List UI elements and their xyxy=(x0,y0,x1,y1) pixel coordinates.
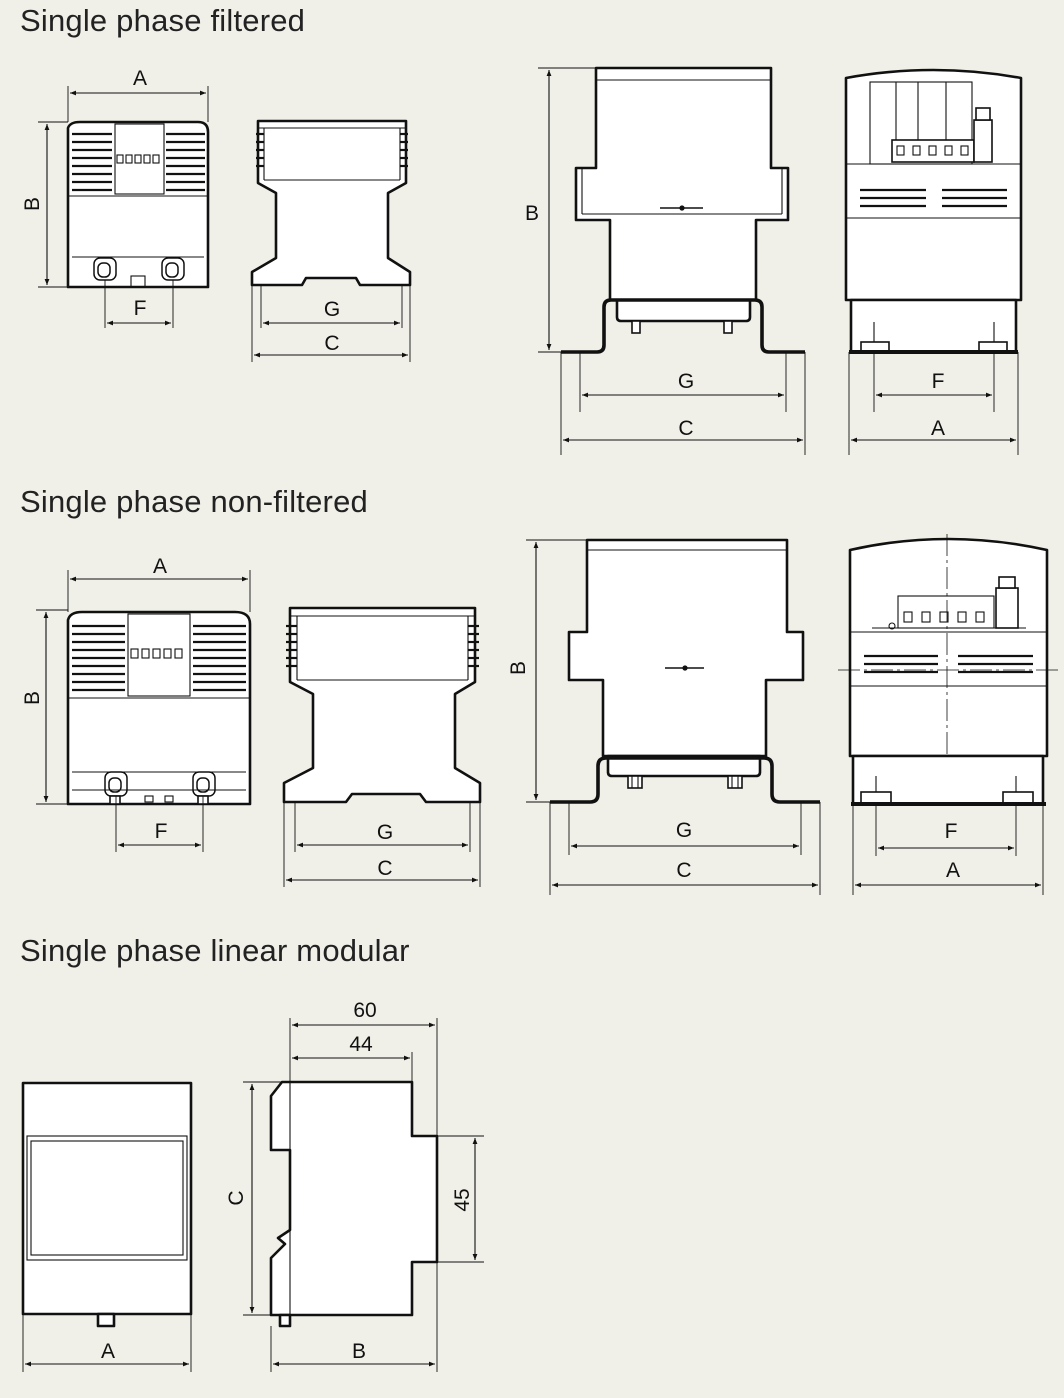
filtered-side-dim-c: C xyxy=(324,332,339,355)
filtered-side-dim-g: G xyxy=(324,298,340,321)
filtered-side-dimensions: G C xyxy=(251,285,411,362)
section-title-non-filtered: Single phase non-filtered xyxy=(20,484,368,519)
modular-side-dim-44: 44 xyxy=(349,1033,373,1056)
non-filtered-large-front-view xyxy=(838,534,1058,806)
filtered-large-front-dim-a: A xyxy=(931,417,945,440)
filtered-large-side-dim-b: B xyxy=(525,202,539,225)
non-filtered-large-front-dim-f: F xyxy=(945,820,958,843)
filtered-side-view xyxy=(250,119,412,287)
filtered-front-dimensions: A B F xyxy=(21,67,209,328)
non-filtered-side-dim-g: G xyxy=(377,821,393,844)
modular-side-dim-60: 60 xyxy=(353,999,376,1022)
modular-front-dimensions: A xyxy=(22,1314,192,1372)
modular-side-view xyxy=(269,1080,439,1328)
modular-side-dim-b: B xyxy=(352,1340,366,1363)
filtered-large-front-dim-f: F xyxy=(932,370,945,393)
filtered-large-side-dim-g: G xyxy=(678,370,694,393)
non-filtered-side-view xyxy=(282,606,482,804)
non-filtered-large-side-view xyxy=(550,538,820,804)
section-title-linear-modular: Single phase linear modular xyxy=(20,933,410,968)
non-filtered-front-dim-a: A xyxy=(153,555,167,578)
filtered-front-dim-f: F xyxy=(134,297,147,320)
filtered-front-dim-a: A xyxy=(133,67,147,90)
modular-side-dimensions: 60 44 C 45 B xyxy=(225,999,484,1372)
filtered-large-side-dimensions: B G C xyxy=(525,67,806,455)
non-filtered-side-dim-c: C xyxy=(377,857,392,880)
filtered-large-front-dimensions: F A xyxy=(848,352,1019,455)
modular-side-dim-45: 45 xyxy=(451,1188,474,1211)
modular-front-dim-a: A xyxy=(101,1340,115,1363)
filtered-front-view xyxy=(66,120,210,289)
non-filtered-front-dimensions: A B F xyxy=(21,555,251,852)
filtered-large-side-view xyxy=(561,66,805,354)
modular-front-view xyxy=(21,1081,193,1328)
non-filtered-large-front-dimensions: F A xyxy=(852,804,1044,895)
section-title-filtered: Single phase filtered xyxy=(20,3,306,38)
non-filtered-front-view xyxy=(66,610,252,806)
non-filtered-front-dim-f: F xyxy=(155,820,168,843)
filtered-large-front-view xyxy=(844,68,1023,354)
non-filtered-large-side-dim-c: C xyxy=(676,859,691,882)
non-filtered-large-side-dimensions: B G C xyxy=(507,539,821,895)
filtered-large-side-dim-c: C xyxy=(678,417,693,440)
non-filtered-large-side-dim-g: G xyxy=(676,819,692,842)
non-filtered-large-side-dim-b: B xyxy=(507,661,530,675)
non-filtered-large-front-dim-a: A xyxy=(946,859,960,882)
non-filtered-front-dim-b: B xyxy=(21,691,44,705)
filtered-front-dim-b: B xyxy=(21,197,44,211)
modular-side-dim-c: C xyxy=(225,1190,248,1205)
non-filtered-side-dimensions: G C xyxy=(283,802,481,887)
